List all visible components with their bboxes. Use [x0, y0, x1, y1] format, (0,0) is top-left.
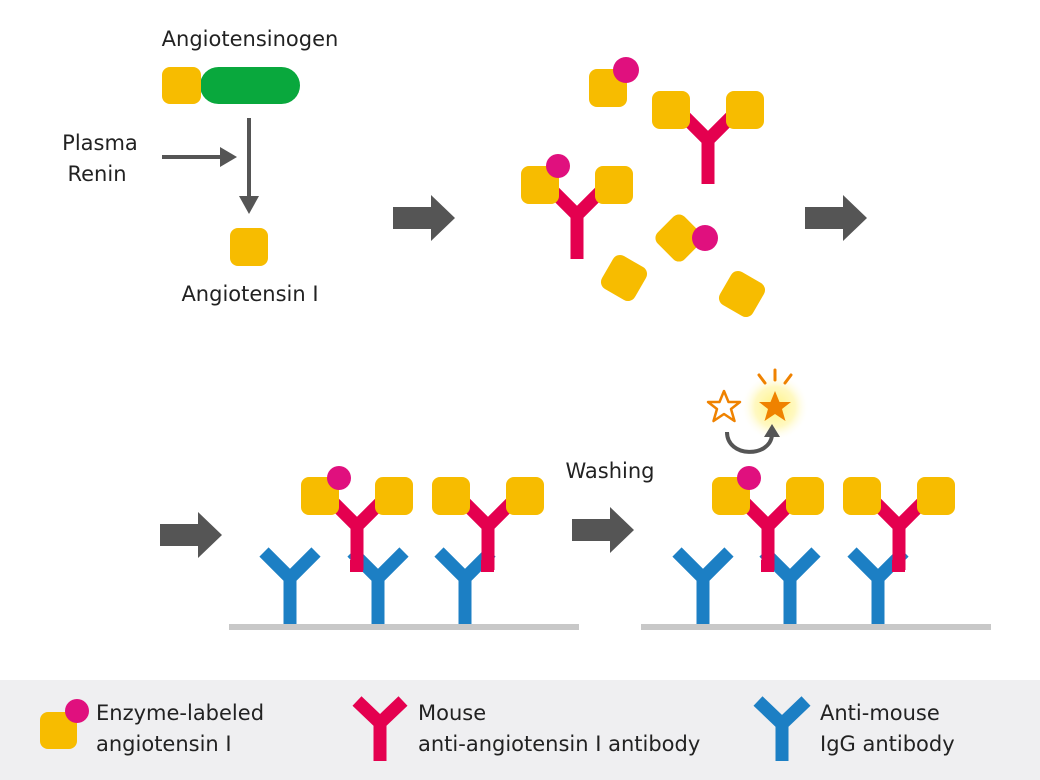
anti-mouse-igg-icon: [753, 696, 811, 761]
plate-surface: [641, 624, 991, 630]
step2-competition-mix: [521, 57, 766, 318]
conversion-arrow-icon: [725, 424, 780, 454]
mouse-antibody-captured: [301, 466, 413, 572]
legend-item-anti-mouse-igg: Anti-mouse IgG antibody: [753, 696, 955, 761]
step1-renin-reaction: Angiotensinogen Plasma Renin Angiotensin…: [62, 27, 338, 306]
step-arrow-1: [393, 195, 455, 241]
legend-panel: [0, 680, 1040, 780]
enzyme-labeled-angiotensin: [589, 57, 639, 107]
legend-label-line2: anti-angiotensin I antibody: [418, 732, 700, 756]
enzyme-labeled-angiotensin-rotated: [655, 214, 718, 262]
step-arrow-2: [805, 195, 867, 241]
legend-label-line1: Enzyme-labeled: [96, 701, 264, 725]
legend-label-line2: IgG antibody: [820, 732, 955, 756]
mouse-antibody-bound-labeled: [521, 154, 633, 259]
cleavage-arrow: [239, 118, 259, 214]
mouse-antibody-captured: [843, 477, 955, 572]
anti-mouse-igg-antibody: [264, 552, 316, 624]
substrate-star-icon: [706, 389, 742, 423]
angiotensin-i-free: [718, 270, 766, 318]
mouse-antibody-free: [652, 91, 764, 184]
legend-label-line1: Anti-mouse: [820, 701, 940, 725]
plate-surface: [229, 624, 579, 630]
plasma-renin-label-line2: Renin: [67, 162, 126, 186]
enzyme-labeled-angiotensin-icon: [40, 699, 89, 749]
angiotensinogen-label: Angiotensinogen: [162, 27, 339, 51]
sparkle-icon: [757, 368, 793, 385]
plasma-renin-label-line1: Plasma: [62, 131, 138, 155]
renin-arrow: [162, 147, 237, 167]
angiotensinogen-molecule: [162, 67, 300, 104]
legend-item-mouse-antibody: Mouse anti-angiotensin I antibody: [352, 696, 700, 761]
legend-label-line2: angiotensin I: [96, 732, 232, 756]
step-arrow-3: [160, 512, 222, 558]
washing-label: Washing: [565, 459, 654, 483]
legend-label-line1: Mouse: [418, 701, 486, 725]
legend-item-enzyme-labeled: Enzyme-labeled angiotensin I: [40, 699, 264, 756]
mouse-antibody-captured: [712, 466, 824, 572]
product-star-icon: [759, 391, 791, 421]
angiotensin-i-molecule: [230, 228, 268, 266]
angiotensin-i-free: [600, 254, 648, 302]
step-arrow-washing: [572, 507, 634, 553]
step3-plate-binding: [229, 466, 579, 630]
mouse-antibody-icon: [352, 696, 408, 761]
step4-detection: [641, 368, 991, 630]
angiotensin-i-label: Angiotensin I: [181, 282, 318, 306]
mouse-antibody-captured: [432, 477, 544, 572]
anti-mouse-igg-antibody: [677, 552, 729, 624]
